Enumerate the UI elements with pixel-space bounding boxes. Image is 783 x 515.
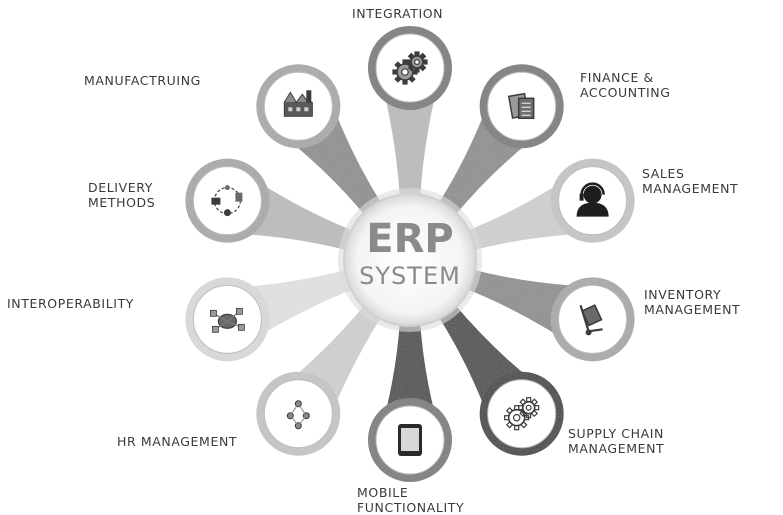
- hand-truck-icon: [579, 304, 603, 336]
- label-line: MANAGEMENT: [568, 441, 665, 456]
- label-manufacturing: MANUFACTRUING: [84, 73, 201, 88]
- label-interoperability: INTEROPERABILITY: [7, 296, 134, 311]
- factory-machinery-icon: [283, 90, 313, 117]
- label-line: FINANCE &: [580, 70, 654, 85]
- label-line: FUNCTIONALITY: [357, 500, 465, 515]
- center-subtitle: SYSTEM: [359, 262, 461, 290]
- bubble-hr: [263, 379, 333, 449]
- connected-systems-icon: [209, 307, 245, 333]
- label-line: MANAGEMENT: [644, 302, 741, 317]
- label-line: MANAGEMENT: [642, 181, 739, 196]
- label-line: METHODS: [88, 195, 156, 210]
- tablet-icon: [398, 424, 422, 456]
- label-integration: INTEGRATION: [352, 6, 443, 21]
- center-circle: [343, 193, 477, 327]
- center-title: ERP: [366, 216, 453, 262]
- label-finance: FINANCE &ACCOUNTING: [580, 70, 671, 100]
- center-hub: ERP SYSTEM: [338, 188, 482, 332]
- icon-group: [185, 26, 635, 482]
- label-line: DELIVERY: [88, 180, 153, 195]
- label-hr: HR MANAGEMENT: [117, 434, 237, 449]
- people-network-icon: [286, 400, 310, 430]
- bubble-delivery: [192, 166, 262, 236]
- label-line: INTEROPERABILITY: [7, 296, 135, 311]
- label-line: SALES: [642, 166, 685, 181]
- customer-service-headset-icon: [576, 182, 609, 217]
- finance-documents-icon: [507, 92, 535, 120]
- gears-icon: [392, 51, 428, 85]
- label-line: MANUFACTRUING: [84, 73, 201, 88]
- delivery-network-icon: [211, 185, 243, 217]
- label-line: INTEGRATION: [352, 6, 444, 21]
- label-line: MOBILE: [357, 485, 409, 500]
- label-line: SUPPLY CHAIN: [568, 426, 664, 441]
- label-line: ACCOUNTING: [580, 85, 671, 100]
- label-line: HR MANAGEMENT: [117, 434, 238, 449]
- gears-outline-icon: [504, 397, 540, 431]
- label-line: INVENTORY: [644, 287, 722, 302]
